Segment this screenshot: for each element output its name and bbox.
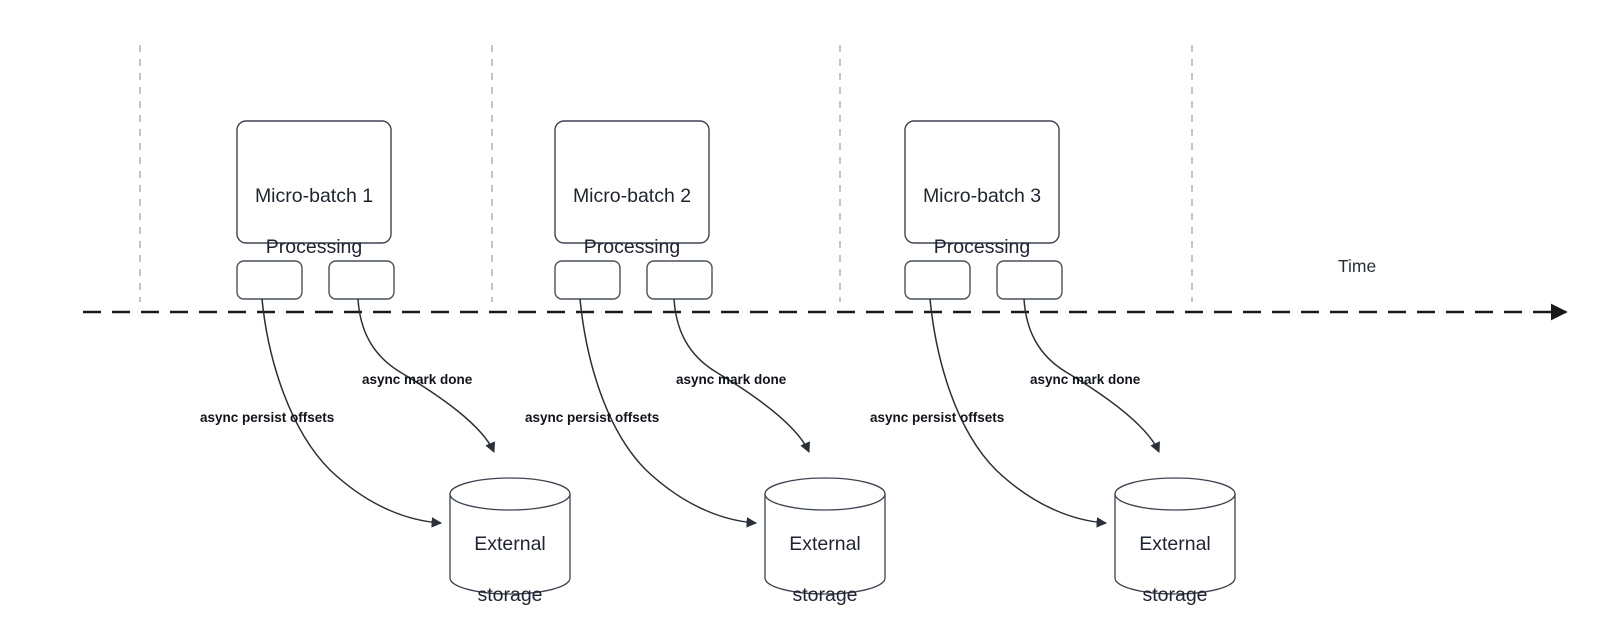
task-box-2b [646,260,713,300]
edge-label-persist-offsets-1: async persist offsets [200,410,335,425]
storage-cylinder-2 [764,477,886,595]
batch-box-2 [554,120,710,244]
task-box-1b [328,260,395,300]
task-box-2a [554,260,621,300]
batch-box-3 [904,120,1060,244]
edge-label-mark-done-3: async mark done [1030,372,1141,387]
edge-persist-offsets-1 [261,298,443,528]
edge-label-persist-offsets-3: async persist offsets [870,410,1005,425]
timeline-dividers [139,45,1193,302]
edge-label-mark-done-1: async mark done [362,372,473,387]
storage-cylinder-1 [449,477,571,595]
edge-persist-offsets-3 [929,298,1108,528]
storage-cylinder-3 [1114,477,1236,595]
task-box-1a [236,260,303,300]
edge-label-persist-offsets-2: async persist offsets [525,410,660,425]
edge-mark-done-2 [673,298,810,453]
group-3-shapes [904,120,1236,595]
task-box-3a [904,260,971,300]
batch-box-1 [236,120,392,244]
group-2-shapes [554,120,886,595]
group-1-shapes [236,120,571,595]
edge-persist-offsets-2 [579,298,758,528]
task-box-3b [996,260,1063,300]
edge-mark-done-3 [1023,298,1160,453]
time-axis-label: Time [1338,256,1377,276]
edge-mark-done-1 [357,298,495,453]
edge-label-mark-done-2: async mark done [676,372,787,387]
